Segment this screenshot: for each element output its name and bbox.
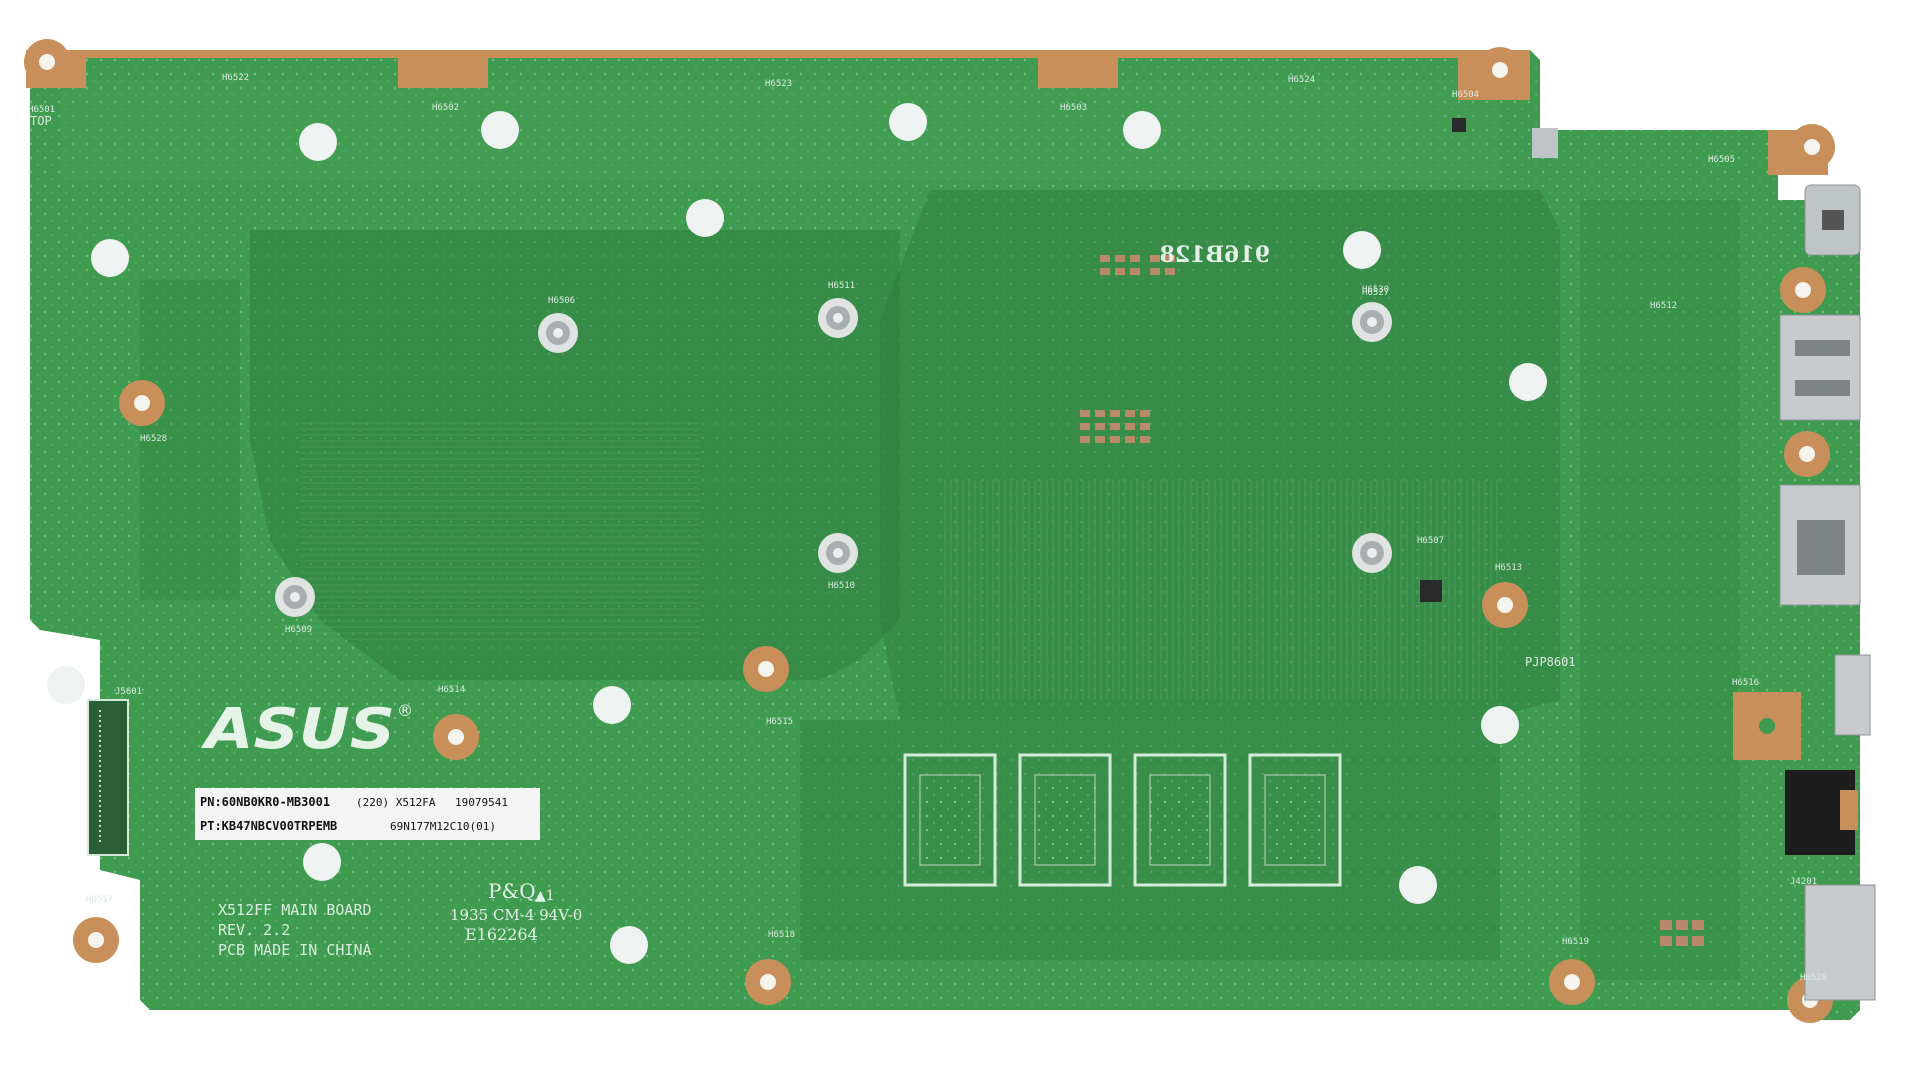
hole-label: H6511 [828,281,855,291]
hole-label: H6519 [1562,937,1589,947]
pq-sub: ▲1 [535,888,555,904]
serial-label-sticker: PN:60NB0KR0-MB3001 (220) X512FA 19079541… [195,788,540,840]
hole-label: H6501 [28,105,55,115]
mounting-hole [1123,111,1161,149]
top-marker: TOP [30,114,52,128]
mirrored-code: 916B128 [1160,242,1270,268]
svg-text:69N177M12C10(01): 69N177M12C10(01) [390,820,496,833]
hole-label: H6513 [1495,563,1522,573]
hole-label: H6510 [828,581,855,591]
svg-text:PN:60NB0KR0-MB3001: PN:60NB0KR0-MB3001 [200,795,330,809]
hole-label: H6515 [766,717,793,727]
io-ports [1733,184,1876,1001]
hole-label: H6530 [1362,285,1389,295]
pjp-label: PJP8601 [1525,655,1576,669]
hole-label: H6523 [765,79,792,89]
mounting-hole [686,199,724,237]
svg-text:(220) X512FA: (220) X512FA [356,796,436,809]
board-origin-text: PCB MADE IN CHINA [218,941,372,959]
ul-mark: 1935 CM-4 94V-0 [450,906,582,924]
memory-chips [903,753,1342,887]
mounting-hole [299,123,337,161]
svg-text:19079541: 19079541 [455,796,508,809]
hole-label: H6505 [1708,155,1735,165]
hole-label: H6524 [1288,75,1315,85]
mounting-hole [1399,866,1437,904]
hole-label: H6522 [222,73,249,83]
hole-label: H6507 [1417,536,1444,546]
hole-label: H6503 [1060,103,1087,113]
mounting-hole [610,926,648,964]
smd-components [1080,255,1704,946]
svg-text:PT:KB47NBCV00TRPEMB: PT:KB47NBCV00TRPEMB [200,819,337,833]
asus-logo: ASUS [201,697,395,762]
hole-label: H6520 [1800,973,1827,983]
pq-mark: P&Q [488,879,536,903]
mounting-hole [91,239,129,277]
mounting-hole [1481,706,1519,744]
fpc-connector [87,699,129,856]
mounting-hole [481,111,519,149]
usb-port-2 [1834,654,1871,736]
hole-label: H6517 [86,895,113,905]
mosfet [1452,118,1466,132]
mounting-hole [1343,231,1381,269]
ul-number: E162264 [465,925,538,944]
hole-label: H6512 [1650,301,1677,311]
mounting-hole [593,686,631,724]
sd-card-reader [1804,884,1876,1001]
usb-a-port-1 [1779,314,1861,421]
bga-chip-small [1420,580,1442,602]
board-model-text: X512FF MAIN BOARD [218,901,372,919]
registered-mark: ® [397,701,413,720]
hole-label: H6527 [1362,288,1389,298]
hole-label: J4201 [1790,877,1817,887]
mounting-holes [24,39,1835,1023]
hole-label: H6518 [768,930,795,940]
capacitor-block [1532,128,1558,158]
hole-label: H6514 [438,685,465,695]
mounting-hole [1509,363,1547,401]
board-rev-text: REV. 2.2 [218,921,290,939]
hole-label: H6504 [1452,90,1479,100]
hole-label: H6502 [432,103,459,113]
ground-pour-regions [60,80,1740,980]
hole-label: H6516 [1732,678,1759,688]
hole-label: H6506 [548,296,575,306]
hole-label: H6528 [140,434,167,444]
hole-label: J5601 [115,687,142,697]
hole-label: H6509 [285,625,312,635]
mounting-hole [47,666,85,704]
mounting-hole [889,103,927,141]
mounting-hole [303,843,341,881]
